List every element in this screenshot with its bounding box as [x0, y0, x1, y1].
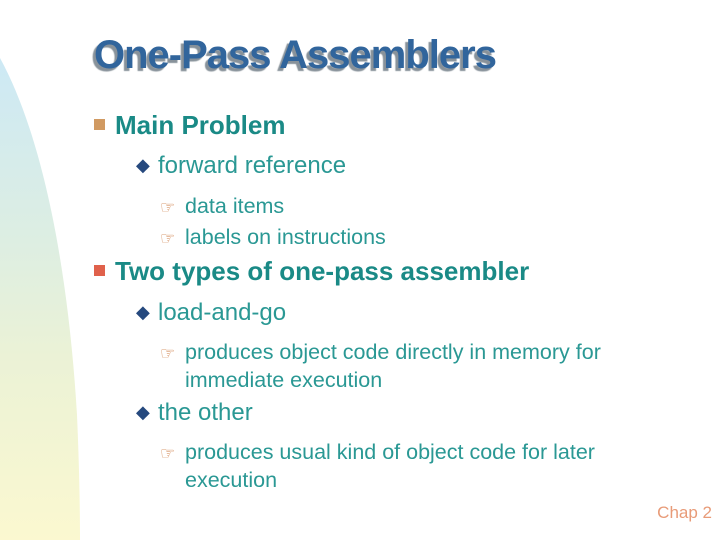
pointing-hand-bullet-icon: ☞ — [160, 444, 176, 463]
pointing-hand-bullet-icon: ☞ — [160, 198, 176, 217]
outline-item-forward-reference: ◆ forward reference — [136, 152, 346, 181]
pointing-hand-bullet-icon: ☞ — [160, 344, 176, 363]
diamond-bullet-icon: ◆ — [136, 402, 150, 422]
outline-item-text: the other — [158, 399, 253, 426]
outline-item-load-and-go: ◆ load-and-go — [136, 299, 286, 328]
outline-item-labels-on-instructions: ☞ labels on instructions — [160, 223, 659, 251]
diamond-bullet-icon: ◆ — [136, 155, 150, 175]
diamond-bullet-icon: ◆ — [136, 302, 150, 322]
outline-item-main-problem: Main Problem — [94, 110, 285, 141]
outline-item-text: data items — [185, 194, 285, 218]
slide-title: One-Pass Assemblers — [94, 33, 497, 77]
outline-item-the-other: ◆ the other — [136, 399, 253, 428]
outline-item-text: produces usual kind of object code for l… — [185, 440, 595, 492]
square-bullet-icon — [94, 265, 105, 276]
outline-item-two-types: Two types of one-pass assembler — [94, 256, 529, 287]
outline-item-produces-in-memory: ☞ produces object code directly in memor… — [160, 338, 659, 394]
page-number: Chap 2 — [657, 503, 712, 522]
outline-item-text: produces object code directly in memory … — [185, 340, 601, 392]
outline-item-data-items: ☞ data items — [160, 192, 659, 220]
outline-item-text: labels on instructions — [185, 225, 386, 249]
outline-item-text: forward reference — [158, 152, 347, 179]
outline-item-text: Two types of one-pass assembler — [115, 256, 530, 286]
outline-item-text: Main Problem — [115, 110, 286, 140]
outline-item-produces-for-later: ☞ produces usual kind of object code for… — [160, 438, 659, 494]
outline-item-text: load-and-go — [158, 299, 287, 326]
square-bullet-icon — [94, 119, 105, 130]
pointing-hand-bullet-icon: ☞ — [160, 229, 176, 248]
